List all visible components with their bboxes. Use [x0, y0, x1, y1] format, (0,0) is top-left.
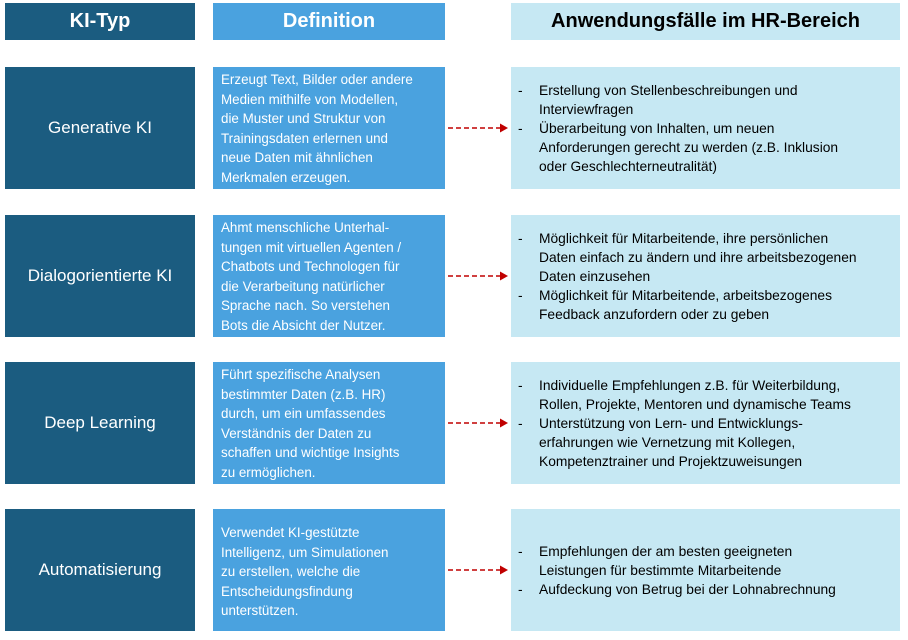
dash-bullet-icon: - [518, 120, 523, 136]
dash-bullet-icon: - [518, 581, 523, 597]
definition-box: Führt spezifische Analysen bestimmter Da… [213, 362, 445, 484]
dash-bullet-icon: - [518, 415, 523, 431]
definition-box: Erzeugt Text, Bilder oder andere Medien … [213, 67, 445, 189]
definition-box: Ahmt menschliche Unterhal- tungen mit vi… [213, 215, 445, 337]
use-case-item: - Möglichkeit für Mitarbeitende, ihre pe… [518, 229, 890, 286]
use-case-text: Aufdeckung von Betrug bei der Lohnabrech… [539, 581, 836, 597]
header-use-cases: Anwendungsfälle im HR-Bereich [511, 3, 900, 40]
use-case-item: - Erstellung von Stellenbeschreibungen u… [518, 81, 890, 119]
use-case-item: - Empfehlungen der am besten geeigneten … [518, 542, 890, 580]
dash-bullet-icon: - [518, 543, 523, 559]
use-case-box: - Möglichkeit für Mitarbeitende, ihre pe… [511, 215, 900, 337]
row-deep-learning: Deep Learning Führt spezifische Analysen… [0, 362, 908, 484]
definition-box: Verwendet KI-gestützte Intelligenz, um S… [213, 509, 445, 631]
dash-bullet-icon: - [518, 230, 523, 246]
use-case-text: Möglichkeit für Mitarbeitende, ihre pers… [539, 230, 857, 284]
dashed-arrow-icon [448, 271, 508, 281]
type-box: Automatisierung [5, 509, 195, 631]
use-case-item: - Individuelle Empfehlungen z.B. für Wei… [518, 376, 890, 414]
use-case-item: - Unterstützung von Lern- und Entwicklun… [518, 414, 890, 471]
dash-bullet-icon: - [518, 82, 523, 98]
use-case-text: Erstellung von Stellenbeschreibungen und… [539, 82, 798, 117]
type-box: Generative KI [5, 67, 195, 189]
use-case-text: Möglichkeit für Mitarbeitende, arbeitsbe… [539, 287, 832, 322]
use-case-item: - Überarbeitung von Inhalten, um neuen A… [518, 119, 890, 176]
use-case-box: - Empfehlungen der am besten geeigneten … [511, 509, 900, 631]
use-case-box: - Individuelle Empfehlungen z.B. für Wei… [511, 362, 900, 484]
use-case-text: Empfehlungen der am besten geeigneten Le… [539, 543, 793, 578]
header-ki-typ: KI-Typ [5, 3, 195, 40]
dashed-arrow-icon [448, 123, 508, 133]
row-dialogorientierte-ki: Dialogorientierte KI Ahmt menschliche Un… [0, 215, 908, 337]
header-definition: Definition [213, 3, 445, 40]
dash-bullet-icon: - [518, 287, 523, 303]
use-case-item: - Aufdeckung von Betrug bei der Lohnabre… [518, 580, 890, 599]
use-case-text: Individuelle Empfehlungen z.B. für Weite… [539, 377, 851, 412]
type-box: Deep Learning [5, 362, 195, 484]
row-automatisierung: Automatisierung Verwendet KI-gestützte I… [0, 509, 908, 631]
use-case-box: - Erstellung von Stellenbeschreibungen u… [511, 67, 900, 189]
row-generative-ki: Generative KI Erzeugt Text, Bilder oder … [0, 67, 908, 189]
dashed-arrow-icon [448, 418, 508, 428]
dashed-arrow-icon [448, 565, 508, 575]
type-box: Dialogorientierte KI [5, 215, 195, 337]
use-case-item: - Möglichkeit für Mitarbeitende, arbeits… [518, 286, 890, 324]
use-case-text: Unterstützung von Lern- und Entwicklungs… [539, 415, 803, 469]
dash-bullet-icon: - [518, 377, 523, 393]
use-case-text: Überarbeitung von Inhalten, um neuen Anf… [539, 120, 839, 174]
